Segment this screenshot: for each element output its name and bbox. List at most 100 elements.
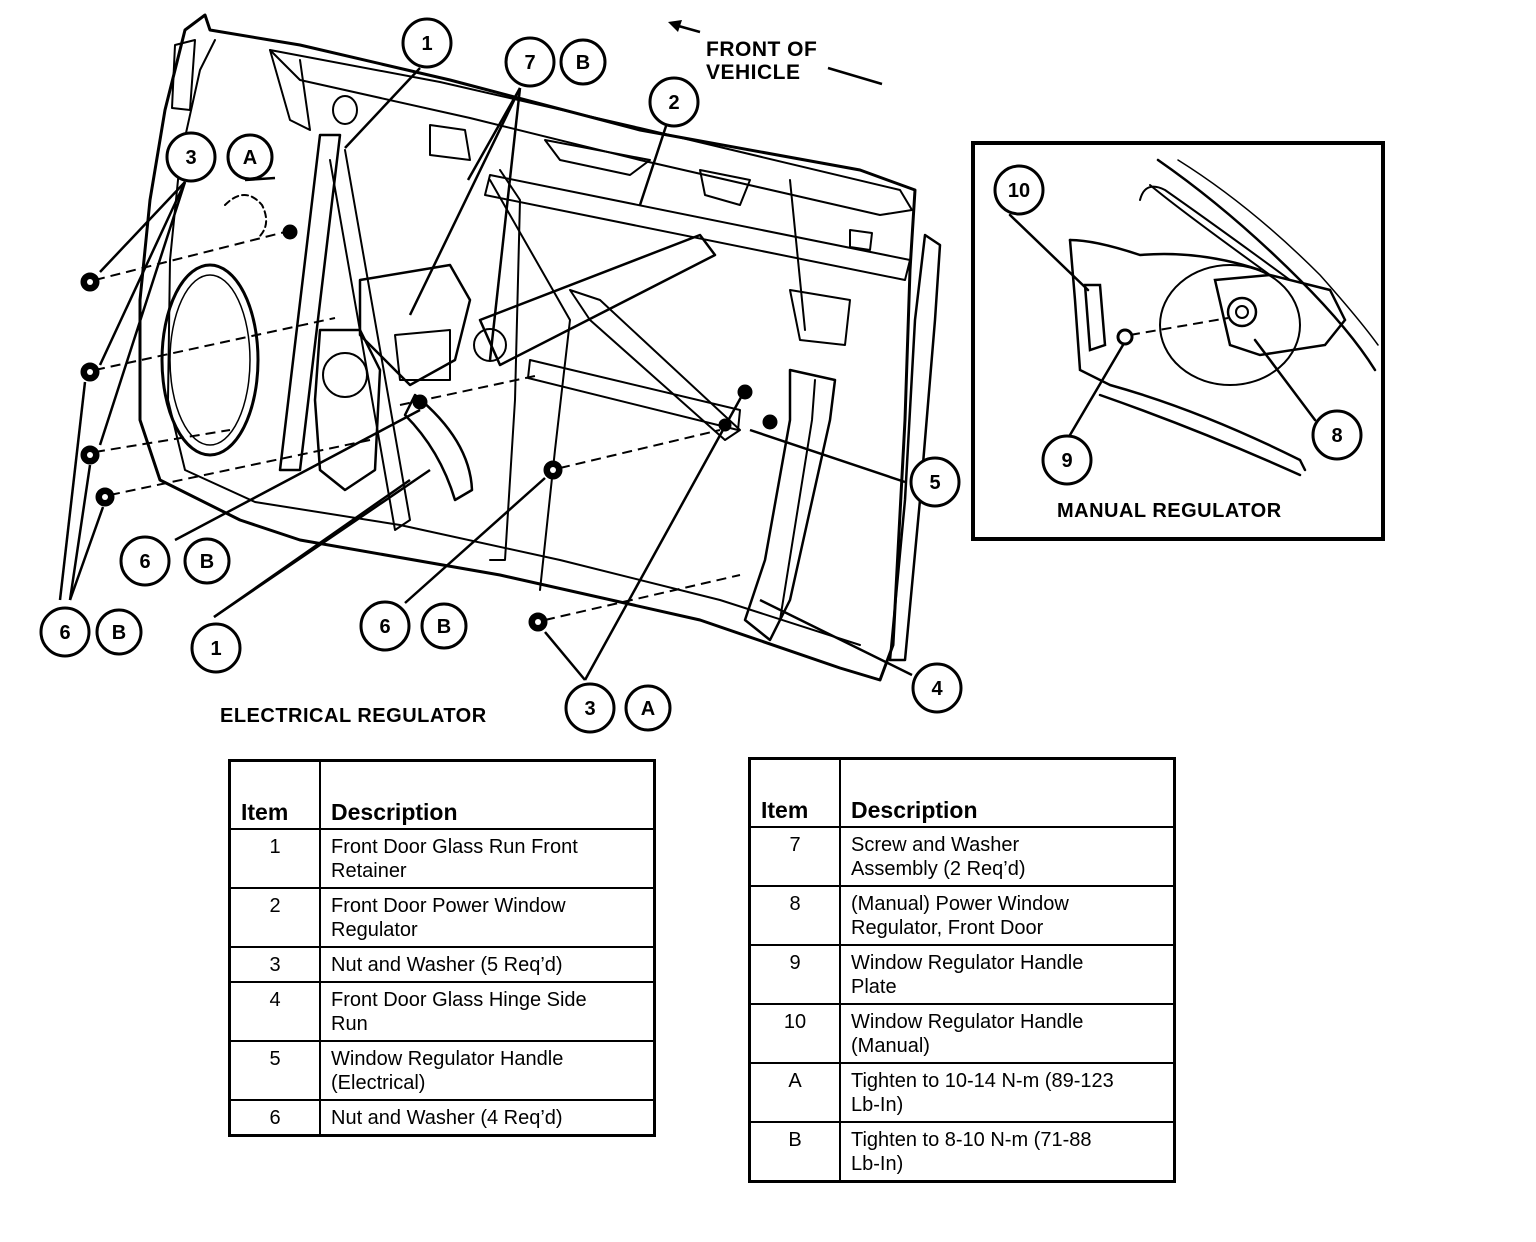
item-number: 3 — [228, 946, 321, 983]
callout-letter-a: A — [243, 147, 257, 169]
desc-line: Nut and Washer (5 Req’d) — [331, 954, 563, 976]
item-description: Window Regulator Handle(Manual) — [839, 1003, 1176, 1064]
callout-circle — [504, 36, 556, 88]
desc-line: Regulator — [331, 919, 418, 941]
front-guide — [489, 179, 571, 591]
item-number: 5 — [228, 1040, 321, 1101]
front-of-vehicle-line2: VEHICLE — [706, 61, 801, 84]
callout-letter-a: A — [641, 698, 655, 720]
handle-bracket — [789, 289, 851, 346]
inset-speaker-ring — [1159, 264, 1301, 386]
manual-regulator-inset — [971, 141, 1385, 541]
callout-circle — [183, 537, 231, 585]
desc-line: (Manual) — [851, 1035, 930, 1057]
callout-circle — [1311, 409, 1363, 461]
callout-circle — [359, 600, 411, 652]
callout-circle — [993, 164, 1045, 216]
callout-circle — [226, 133, 274, 181]
header-description: Description — [839, 757, 1176, 828]
desc-line: Lb-In) — [851, 1094, 904, 1116]
glass-run-front-retainer — [278, 133, 342, 472]
item-description: Window Regulator Handle(Electrical) — [319, 1040, 656, 1101]
callout-number-1: 1 — [210, 638, 221, 660]
manual-regulator-label: MANUAL REGULATOR — [1057, 500, 1282, 522]
electrical-regulator-label: ELECTRICAL REGULATOR — [220, 705, 487, 727]
lift-channel — [527, 359, 741, 431]
desc-line: (Electrical) — [331, 1072, 426, 1094]
desc-line: Lb-In) — [851, 1153, 904, 1175]
callout-circle — [648, 76, 700, 128]
desc-line: Regulator, Front Door — [851, 917, 1044, 939]
item-description: Nut and Washer (5 Req’d) — [319, 946, 656, 983]
callout-circle — [401, 17, 453, 69]
item-description: Nut and Washer (4 Req’d) — [319, 1099, 656, 1137]
item-number: A — [748, 1062, 841, 1123]
callout-number-3: 3 — [584, 698, 595, 720]
callout-number-6: 6 — [59, 622, 70, 644]
callout-circle — [95, 608, 143, 656]
desc-line: Assembly (2 Req’d) — [851, 858, 1026, 880]
nut — [282, 224, 298, 240]
callout-number-8: 8 — [1331, 425, 1342, 447]
callout-number-1: 1 — [421, 33, 432, 55]
door-top-flange — [269, 49, 913, 216]
desc-line: Tighten to 8-10 N-m (71-88 — [851, 1129, 1092, 1151]
access-hole — [224, 194, 268, 239]
header-description: Description — [319, 759, 656, 830]
door-panel-inner-edge — [167, 39, 861, 646]
desc-line: (Manual) Power Window — [851, 893, 1069, 915]
window-frame-post — [888, 233, 942, 662]
item-number: 10 — [748, 1003, 841, 1064]
callout-letter-b: B — [112, 622, 126, 644]
inset-panel-edge — [1156, 158, 1377, 372]
callout-number-7: 7 — [524, 52, 535, 74]
item-number: B — [748, 1121, 841, 1183]
speaker-opening-inner — [169, 274, 251, 446]
callout-circle — [165, 131, 217, 183]
sector-gear — [403, 393, 474, 502]
nut — [762, 414, 778, 430]
front-of-vehicle-label: FRONT OF VEHICLE — [706, 38, 817, 84]
hinge-side-run — [743, 368, 837, 642]
callout-circle — [909, 456, 961, 508]
front-of-vehicle-line1: FRONT OF — [706, 38, 818, 61]
item-number: 8 — [748, 885, 841, 946]
desc-line: Front Door Glass Run Front — [331, 836, 578, 858]
callout-circle — [564, 682, 616, 734]
item-number: 6 — [228, 1099, 321, 1137]
desc-line: Run — [331, 1013, 368, 1035]
item-number: 4 — [228, 981, 321, 1042]
callout-letter-b: B — [200, 551, 214, 573]
door-trim-lip — [269, 49, 311, 131]
regulator-arm — [478, 233, 717, 367]
desc-line: Window Regulator Handle — [851, 1011, 1084, 1033]
desc-line: Front Door Power Window — [331, 895, 566, 917]
inset-regulator-shaft — [1226, 296, 1258, 328]
desc-line: Tighten to 10-14 N-m (89-123 — [851, 1070, 1114, 1092]
callout-number-6: 6 — [139, 551, 150, 573]
callout-number-10: 10 — [1008, 180, 1030, 202]
callout-number-2: 2 — [668, 92, 679, 114]
callout-circle — [39, 606, 91, 658]
desc-line: Window Regulator Handle — [851, 952, 1084, 974]
callout-circle — [624, 684, 672, 732]
item-number: 1 — [228, 828, 321, 889]
callout-number-5: 5 — [929, 472, 940, 494]
